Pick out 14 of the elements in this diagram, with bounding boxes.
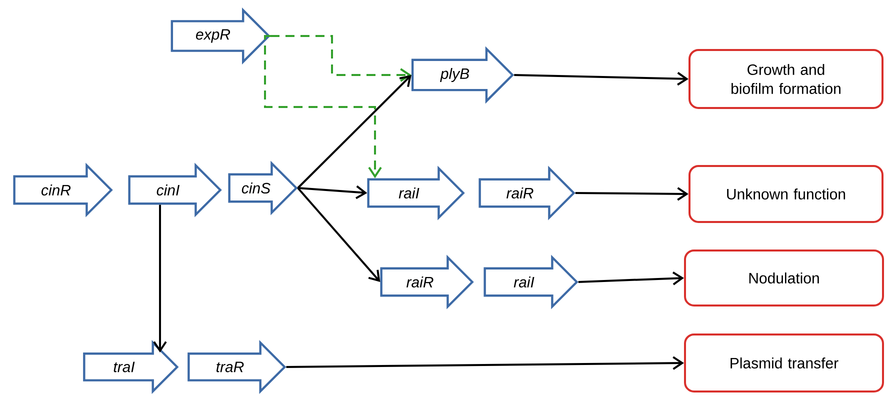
arrow [153,204,167,353]
arrow [575,187,688,201]
arrow [297,74,412,189]
arrow [270,35,412,82]
arrow [286,356,684,370]
arrow [298,185,368,200]
arrow [514,72,688,86]
function-box: Growth and biofilm formation [688,49,884,109]
arrow [297,187,380,282]
arrow [578,272,684,286]
arrow [264,35,382,178]
function-box: Plasmid transfer [684,333,884,392]
function-box: Nodulation [684,249,884,306]
function-box: Unknown function [688,165,884,223]
